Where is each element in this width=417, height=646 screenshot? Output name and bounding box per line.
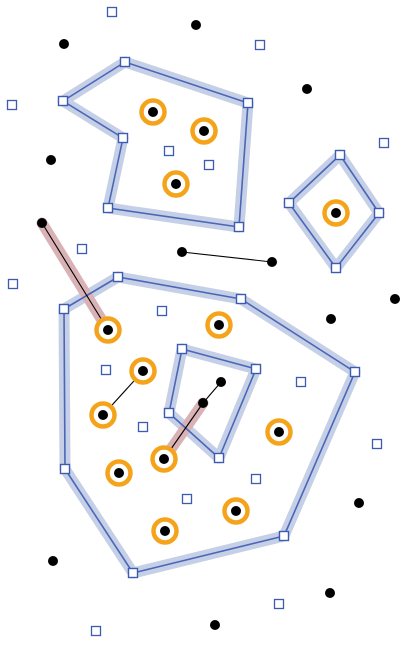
filled-circle-icon xyxy=(216,377,226,387)
hollow-square-icon xyxy=(163,145,175,157)
filled-circle-icon xyxy=(37,218,47,228)
hollow-square-icon xyxy=(156,305,168,317)
polygon-inner-vertex-icon xyxy=(176,343,188,355)
hollow-square-icon xyxy=(250,473,262,485)
filled-circle-icon xyxy=(267,257,277,267)
hollow-square-icon xyxy=(106,6,118,18)
hollow-square-icon xyxy=(371,438,383,450)
polygon-right-diamond-vertex-icon xyxy=(334,149,346,161)
ring-center-dot-icon xyxy=(199,126,209,136)
ring-center-dot-icon xyxy=(103,325,113,335)
polygon-large-vertex-icon xyxy=(349,366,361,378)
segment-upper-left xyxy=(41,222,109,331)
polygon-top-left-vertex-icon xyxy=(119,56,131,68)
filled-circle-icon xyxy=(46,155,56,165)
hollow-square-icon xyxy=(181,493,193,505)
hollow-square-icon xyxy=(6,99,18,111)
polygon-top-left-vertex-icon xyxy=(117,132,129,144)
polygon-right-diamond-vertex-icon xyxy=(283,197,295,209)
polygon-large-vertex-icon xyxy=(278,530,290,542)
hollow-square-icon xyxy=(7,278,19,290)
hollow-square-icon xyxy=(90,625,102,637)
polygon-right-diamond-vertex-icon xyxy=(373,207,385,219)
polygon-right-diamond-vertex-icon xyxy=(330,262,342,274)
polygon-inner-vertex-icon xyxy=(163,407,175,419)
polygon-inner-vertex-icon xyxy=(250,363,262,375)
filled-circle-icon xyxy=(48,556,58,566)
hollow-square-icon xyxy=(137,421,149,433)
polygon-top-left-vertex-icon xyxy=(57,95,69,107)
polygon-large-vertex-icon xyxy=(235,293,247,305)
polygon-large-vertex-icon xyxy=(58,303,70,315)
hollow-square-icon xyxy=(203,159,215,171)
polygon-top-left-vertex-icon xyxy=(242,97,254,109)
polygon-large-vertex-icon xyxy=(59,463,71,475)
ring-center-dot-icon xyxy=(171,179,181,189)
filled-circle-icon xyxy=(302,84,312,94)
filled-circle-icon xyxy=(198,398,208,408)
ring-center-dot-icon xyxy=(114,468,124,478)
polygon-top-left-vertex-icon xyxy=(233,221,245,233)
segment-mid xyxy=(181,251,273,263)
ring-center-dot-icon xyxy=(98,410,108,420)
ring-center-dot-icon xyxy=(274,427,284,437)
filled-circle-icon xyxy=(59,39,69,49)
free-points xyxy=(6,6,390,637)
ring-center-dot-icon xyxy=(231,506,241,516)
hollow-square-icon xyxy=(254,39,266,51)
polygon-large-vertex-icon xyxy=(112,271,124,283)
filled-circle-icon xyxy=(325,588,335,598)
hollow-square-icon xyxy=(76,243,88,255)
ring-center-dot-icon xyxy=(148,107,158,117)
polygon-inner-vertex-icon xyxy=(213,452,225,464)
polygon-large-vertex-icon xyxy=(127,567,139,579)
ring-center-dot-icon xyxy=(160,526,170,536)
dot-markers xyxy=(37,20,400,630)
filled-circle-icon xyxy=(191,20,201,30)
ring-center-dot-icon xyxy=(138,366,148,376)
filled-circle-icon xyxy=(210,620,220,630)
filled-circle-icon xyxy=(354,498,364,508)
filled-circle-icon xyxy=(177,247,187,257)
filled-circle-icon xyxy=(326,314,336,324)
ring-center-dot-icon xyxy=(331,208,341,218)
ring-center-dot-icon xyxy=(214,320,224,330)
polygon-vertices xyxy=(57,56,385,579)
polygon-large-outline xyxy=(63,276,356,574)
filled-circle-icon xyxy=(390,294,400,304)
hollow-square-icon xyxy=(273,598,285,610)
hollow-square-icon xyxy=(378,137,390,149)
ring-center-dot-icon xyxy=(159,454,169,464)
hollow-square-icon xyxy=(295,376,307,388)
hollow-square-icon xyxy=(100,364,112,376)
polygon-top-left-vertex-icon xyxy=(102,202,114,214)
